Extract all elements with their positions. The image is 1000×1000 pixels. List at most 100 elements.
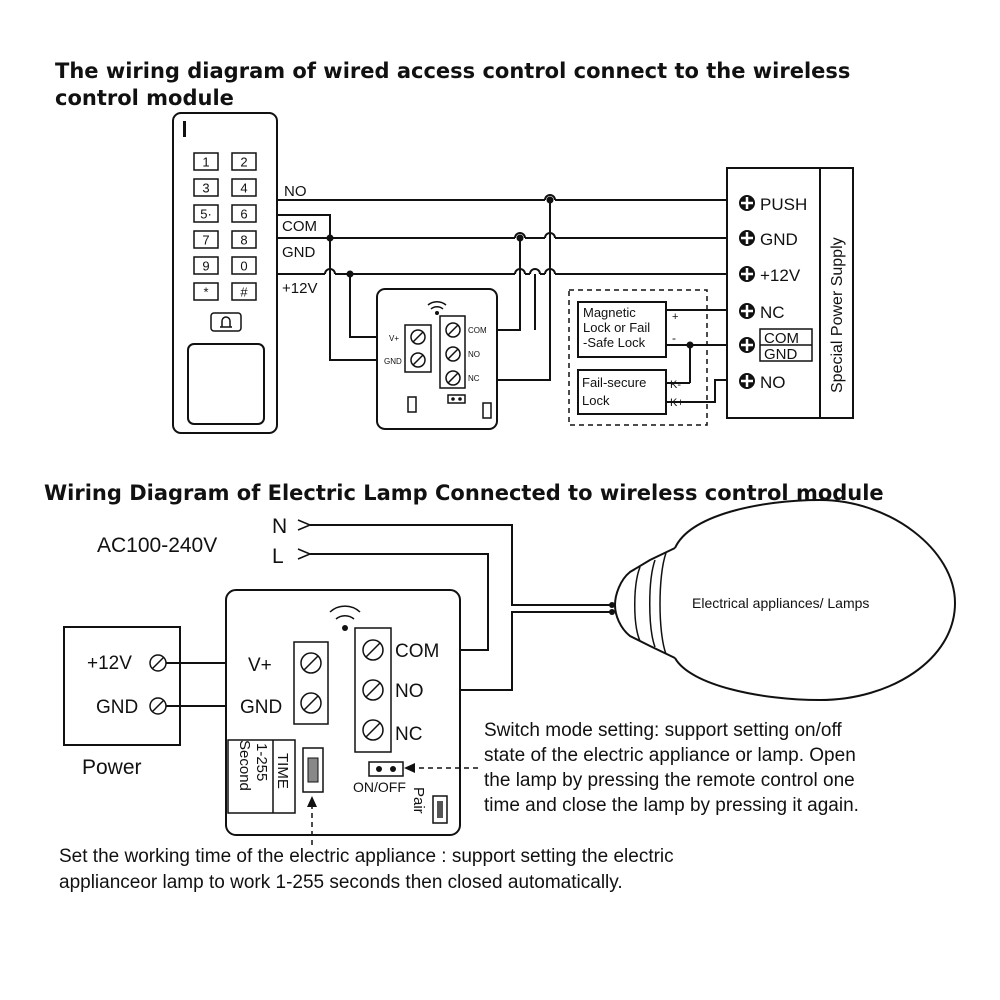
pointer-arrows (307, 763, 478, 845)
bottom-module-com: COM (395, 641, 439, 662)
keypad-key-label: 9 (202, 259, 209, 274)
wifi-icon (329, 605, 361, 631)
bell-button (210, 312, 242, 332)
keypad-key-label: 6 (240, 207, 247, 222)
keypad-key (231, 204, 257, 223)
time-range: 1-255 (253, 743, 270, 781)
keypad-label-gnd: GND (282, 244, 316, 261)
fail-secure-line1: Fail-secure (582, 375, 646, 390)
supply-title: Special Power Supply (829, 237, 846, 393)
keypad-key-label: 8 (240, 233, 247, 248)
power-source: +12V GND Power (63, 626, 250, 779)
time-note-line1: Set the working time of the electric app… (59, 846, 674, 867)
fail-secure-lock-box (577, 369, 667, 415)
keypad-key-label: 4 (240, 181, 247, 196)
switch-note-line1: Switch mode setting: support setting on/… (484, 720, 842, 741)
power-label: Power (82, 756, 142, 779)
terminal-screw-slot (741, 197, 753, 209)
bottom-module-vplus: V+ (248, 655, 272, 676)
keypad-key (193, 282, 219, 301)
onoff-jumper (368, 761, 404, 777)
bottom-module-nc: NC (395, 724, 422, 745)
top-module-gnd: GND (384, 357, 402, 366)
keypad-label-12v: +12V (282, 280, 317, 297)
keypad-key-label: 7 (202, 233, 209, 248)
keypad-label-no: NO (284, 183, 307, 200)
top-module-body (376, 288, 498, 430)
power-12v-label: +12V (87, 653, 132, 674)
top-module-time-switch (407, 396, 417, 413)
magnetic-lock-minus: - (672, 331, 676, 345)
keypad-key-label: 1 (202, 155, 209, 170)
top-module-com: COM (468, 326, 487, 335)
magnetic-lock-line1: Magnetic (583, 305, 636, 320)
supply-gnd2: GND (764, 346, 798, 363)
bottom-title: Wiring Diagram of Electric Lamp Connecte… (44, 481, 884, 505)
lamp: Electrical appliances/ Lamps (613, 498, 957, 702)
bottom-module-power-terminal (293, 641, 329, 725)
top-wireless-module: V+ GND COM NO NC (376, 288, 498, 430)
terminal-screw-slot (741, 305, 753, 317)
keypad-label-com: COM (282, 218, 317, 235)
supply-nc: NC (760, 303, 785, 322)
neutral-arrow (297, 519, 312, 531)
magnetic-lock-plus: + (672, 311, 678, 323)
supply-terminals (739, 195, 755, 389)
ac-voltage-label: AC100-240V (97, 534, 217, 557)
keypad-key-label: 5· (200, 207, 212, 222)
bottom-module-body (225, 589, 461, 836)
power-box (63, 626, 181, 746)
power-gnd-label: GND (96, 697, 138, 718)
magnetic-lock-line2: Lock or Fail (583, 320, 650, 335)
keypad-indicator (183, 121, 186, 137)
bottom-module-gnd: GND (240, 697, 282, 718)
fail-secure-line2: Lock (582, 393, 610, 408)
top-module-right-terminal (439, 315, 466, 389)
onoff-label: ON/OFF (353, 779, 406, 795)
supply-gnd: GND (760, 230, 798, 249)
keypad-key-label: # (240, 285, 248, 300)
magnetic-lock-line3: -Safe Lock (583, 335, 646, 350)
top-module-jumper (447, 394, 466, 404)
terminal-screw-slot (741, 232, 753, 244)
top-wires (277, 194, 740, 381)
time-dial-switch (302, 747, 324, 793)
keypad-key (231, 152, 257, 171)
bell-icon (220, 316, 232, 328)
top-module-no: NO (468, 350, 480, 359)
top-title-line2: control module (55, 86, 234, 110)
top-module-nc: NC (468, 374, 480, 383)
keypad-key-label: * (203, 285, 208, 300)
keypad-key-label: 3 (202, 181, 209, 196)
keypad-key (231, 282, 257, 301)
keypad-key (193, 178, 219, 197)
keypad-key (193, 256, 219, 275)
time-note-line2: applianceor lamp to work 1-255 seconds t… (59, 872, 623, 893)
card-reader-area (187, 343, 265, 425)
top-module-vplus: V+ (389, 334, 399, 343)
pair-button (432, 795, 448, 824)
switch-note-line2: state of the electric appliance or lamp.… (484, 745, 856, 766)
keypad-key-label: 0 (240, 259, 247, 274)
live-label: L (272, 545, 284, 568)
keypad-key (193, 152, 219, 171)
lock-dashed-frame (568, 289, 708, 426)
supply-12v: +12V (760, 266, 801, 285)
terminal-screw-slot (741, 375, 753, 387)
lock-group: Magnetic Lock or Fail -Safe Lock + - Fai… (568, 289, 708, 426)
bottom-module-relay-terminal (354, 627, 392, 753)
keypad-key (193, 204, 219, 223)
keypad-key (231, 178, 257, 197)
top-module-left-terminal (404, 324, 432, 373)
time-unit: Second (236, 740, 253, 791)
wifi-icon (427, 301, 447, 315)
keypad-key (231, 256, 257, 275)
pair-label: Pair (410, 787, 427, 814)
keypad-key (193, 230, 219, 249)
keypad-key (231, 230, 257, 249)
time-label-box (227, 739, 296, 814)
supply-push: PUSH (760, 195, 807, 214)
terminal-screw-slot (741, 268, 753, 280)
supply-no: NO (760, 373, 786, 392)
